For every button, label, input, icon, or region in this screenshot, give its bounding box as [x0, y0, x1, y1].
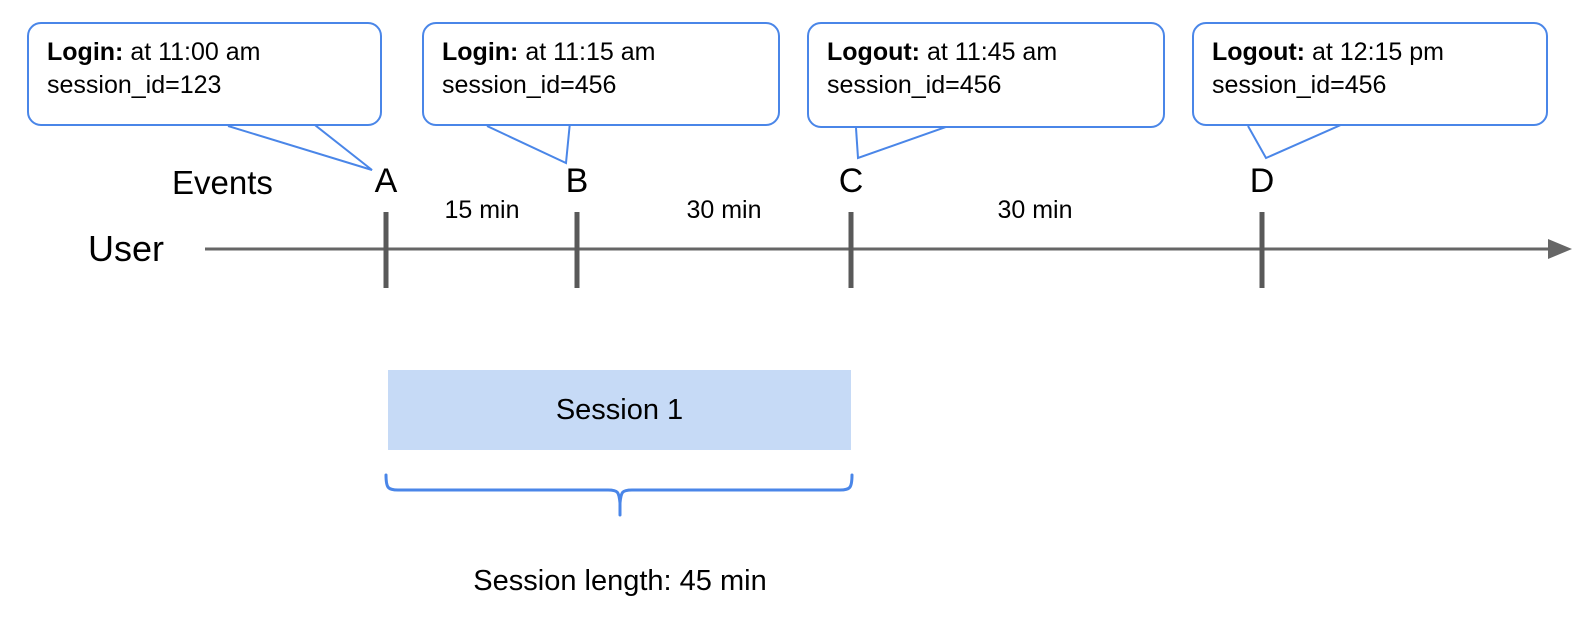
event-letter-d: D — [1249, 162, 1275, 200]
interval-label-b-c: 30 min — [686, 196, 762, 224]
event-letter-c: C — [838, 162, 864, 200]
callout-d-line1: Logout: at 12:15 pm — [1212, 36, 1530, 69]
event-letter-b: B — [565, 162, 589, 200]
events-lane-label: Events — [172, 164, 273, 201]
callout-a-session-id: session_id=123 — [47, 71, 222, 99]
callout-d-session-id: session_id=456 — [1212, 71, 1387, 99]
callout-c-lead: Logout: — [827, 38, 921, 66]
callout-tail-d — [1247, 123, 1344, 160]
callout-b-line1: Login: at 11:15 am — [442, 36, 762, 69]
callout-c-detail: at 11:45 am — [926, 38, 1058, 66]
session-length-caption: Session length: 45 min — [473, 565, 767, 597]
callout-d-lead: Logout: — [1212, 38, 1306, 66]
interval-label-c-d: 30 min — [997, 196, 1073, 224]
callout-event-d[interactable]: Logout: at 12:15 pm session_id=456 — [1192, 22, 1548, 126]
session-length-bracket — [384, 473, 854, 517]
callout-b-detail: at 11:15 am — [525, 38, 656, 66]
user-lane-label: User — [88, 228, 165, 269]
interval-label-a-b: 15 min — [444, 196, 520, 224]
callout-b-session-id: session_id=456 — [442, 71, 617, 99]
callout-tail-b — [486, 121, 571, 165]
callout-a-detail: at 11:00 am — [130, 38, 261, 66]
callout-a-lead: Login: — [47, 38, 124, 66]
callout-c-line1: Logout: at 11:45 am — [827, 36, 1147, 69]
callout-event-b[interactable]: Login: at 11:15 am session_id=456 — [422, 22, 780, 126]
callout-c-session-id: session_id=456 — [827, 71, 1002, 99]
event-letter-a: A — [374, 162, 398, 200]
callout-event-a[interactable]: Login: at 11:00 am session_id=123 — [27, 22, 382, 126]
callout-d-detail: at 12:15 pm — [1311, 38, 1444, 66]
session-bar-session-1[interactable]: Session 1 — [388, 370, 851, 450]
callout-event-c[interactable]: Logout: at 11:45 am session_id=456 — [807, 22, 1165, 128]
session-bar-label: Session 1 — [555, 393, 684, 426]
timeline-axis-arrowhead — [1548, 239, 1572, 259]
callout-b-lead: Login: — [442, 38, 519, 66]
callout-a-line1: Login: at 11:00 am — [47, 36, 364, 69]
